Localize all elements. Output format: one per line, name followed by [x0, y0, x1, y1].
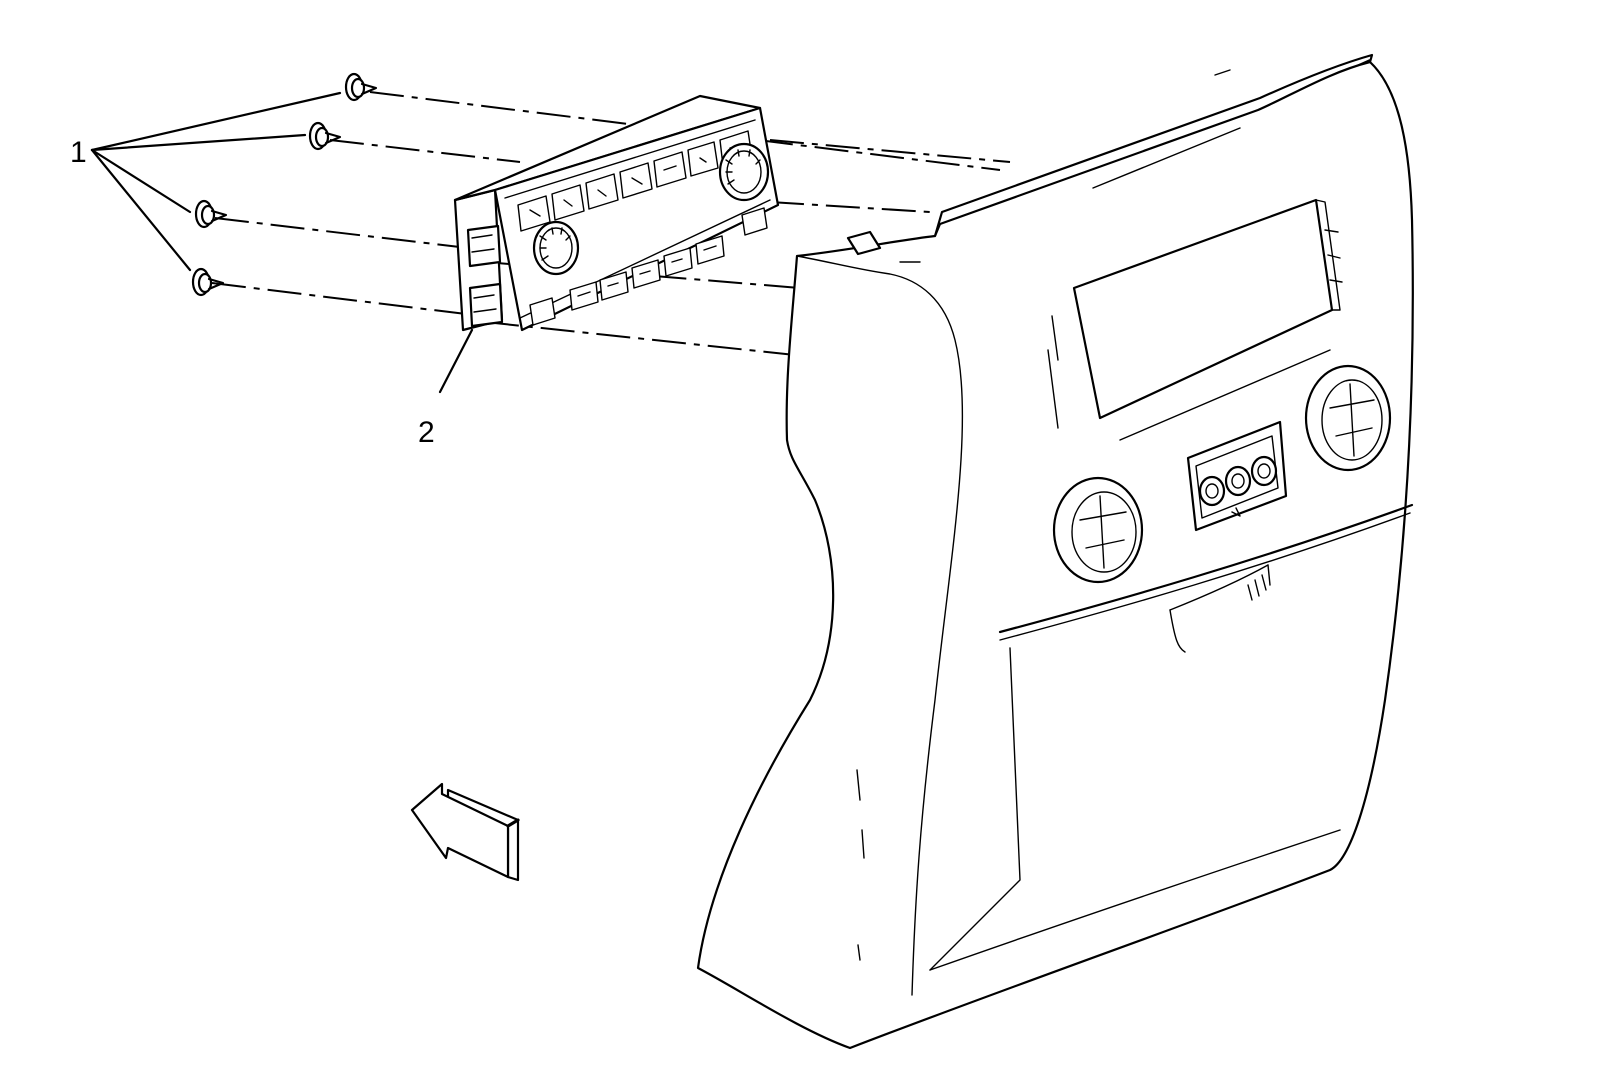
screw-third: [194, 199, 228, 229]
callout-2-label: 2: [418, 416, 435, 449]
bezel-vent-right: [1304, 364, 1392, 472]
module-knob-right: [718, 142, 770, 202]
screw-second: [308, 121, 342, 151]
bezel-display-window: [1072, 198, 1343, 420]
instrument-panel-bezel: [696, 53, 1414, 1050]
callout-1-leaders: [90, 91, 342, 272]
module-buttons-bottom-row: [529, 207, 768, 326]
callout-1-label: 1: [70, 136, 87, 169]
hvac-control-module: [453, 94, 780, 332]
screw-bottom: [191, 267, 225, 297]
bezel-vent-left: [1052, 476, 1144, 584]
bezel-storage-pocket: [1169, 564, 1271, 653]
screw-top: [344, 72, 378, 102]
module-knob-left: [532, 220, 580, 276]
view-direction-arrow: [410, 782, 520, 882]
callout-2-leader: [438, 328, 474, 394]
bezel-switch-panel: [1186, 420, 1288, 532]
